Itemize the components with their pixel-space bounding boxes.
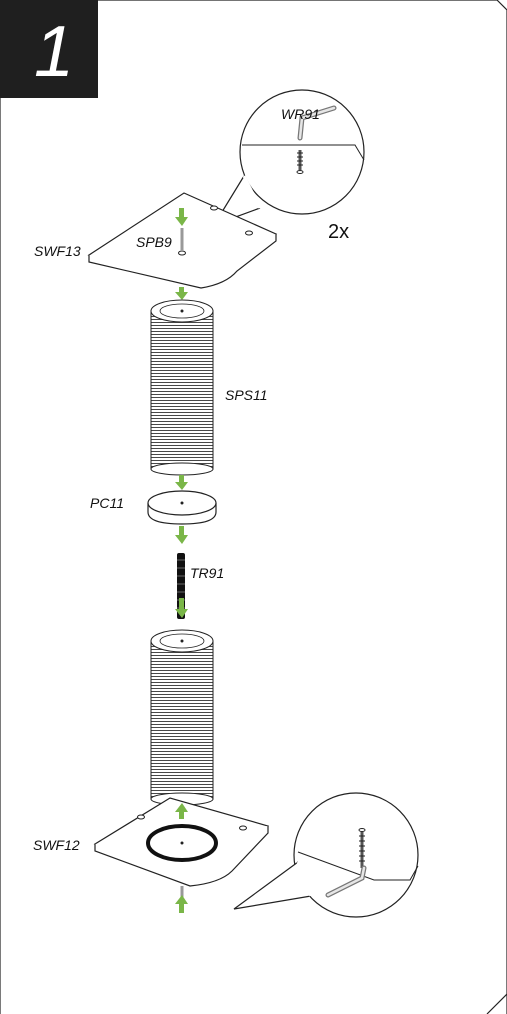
part-label-pc11: PC11 <box>90 495 124 511</box>
down-arrow-icon <box>175 287 188 300</box>
hex-key-icon <box>325 865 367 898</box>
part-label-spb9: SPB9 <box>136 234 172 250</box>
part-label-wr91: WR91 <box>281 106 320 122</box>
step-badge: 1 <box>0 0 98 98</box>
part-label-tr91: TR91 <box>190 565 225 581</box>
column-lower <box>150 629 214 806</box>
screw-icon <box>358 828 366 868</box>
down-arrow-icon <box>175 526 188 544</box>
down-arrow-icon <box>175 208 188 226</box>
part-label-sps11: SPS11 <box>225 387 268 403</box>
detail-callout-bottom <box>233 792 419 918</box>
down-arrow-icon <box>175 475 188 490</box>
part-label-swf13: SWF13 <box>34 243 81 259</box>
column-sps11 <box>150 299 214 476</box>
part-label-swf12: SWF12 <box>33 837 80 853</box>
down-arrow-icon <box>175 598 188 618</box>
screw-icon <box>296 150 304 174</box>
up-arrow-icon <box>175 895 188 913</box>
quantity-label: 2x <box>328 221 350 243</box>
hex-key-icon <box>297 105 337 141</box>
bottom-plate-swf12 <box>93 797 270 908</box>
up-arrow-icon <box>175 803 188 819</box>
step-number: 1 <box>33 12 75 92</box>
cap-pc11 <box>147 490 217 525</box>
assembly-arrows <box>175 208 188 913</box>
top-plate-swf13 <box>87 192 278 289</box>
